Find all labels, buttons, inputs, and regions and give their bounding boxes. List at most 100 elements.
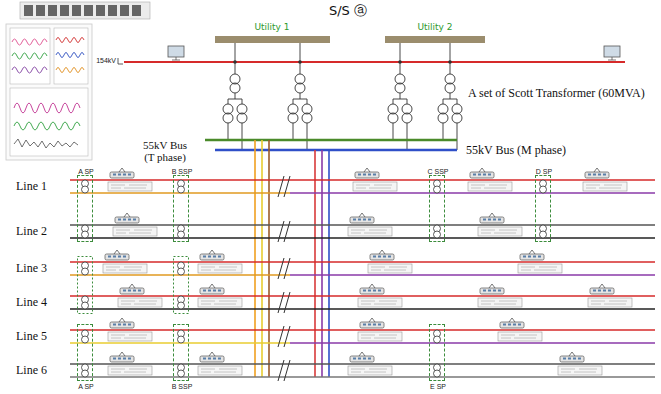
trolley-wire <box>70 363 655 364</box>
autotransformer-symbol <box>82 225 89 238</box>
coil <box>295 83 305 93</box>
line-name: Line 4 <box>16 295 47 310</box>
equipment-rack <box>20 2 150 19</box>
junction-dot <box>398 60 402 64</box>
primary-lead <box>235 43 450 74</box>
coil <box>438 104 448 114</box>
post-name: A SP <box>78 168 94 175</box>
feeder-wire <box>290 192 655 193</box>
t-phase-lead <box>228 123 443 140</box>
hv-bus <box>124 61 625 63</box>
bus-junctions <box>233 60 452 64</box>
autotransformer-symbol <box>82 262 89 275</box>
coil <box>402 113 412 123</box>
scott-transformer-set <box>223 43 462 150</box>
coil <box>223 113 233 123</box>
train-icon <box>368 250 412 273</box>
train-icon <box>103 250 147 273</box>
screen-collage <box>6 24 92 160</box>
monitor-stand <box>608 57 616 60</box>
feeder <box>254 140 256 377</box>
waveform <box>12 67 47 73</box>
coil <box>223 104 233 114</box>
waveform-screen <box>10 88 88 156</box>
waveform <box>56 68 84 73</box>
autotransformer-symbol <box>434 225 441 238</box>
waveform <box>14 139 78 148</box>
train-icon <box>583 168 627 191</box>
m-phase-lead <box>242 123 457 150</box>
section-post-box: A SP <box>77 324 93 381</box>
coil <box>302 104 312 114</box>
waveform-screen <box>10 28 50 84</box>
trolley-wire <box>70 261 655 262</box>
train-icon <box>353 168 397 191</box>
line-name: Line 6 <box>16 363 47 378</box>
coil <box>230 83 240 93</box>
train-icon <box>348 213 392 236</box>
section-post-box: B SSP <box>173 175 189 242</box>
autotransformer-symbol <box>82 330 89 343</box>
train-icon <box>198 250 242 273</box>
utility-name: Utility 2 <box>417 22 452 32</box>
transformer-note: A set of Scott Transformer (60MVA) <box>468 86 645 101</box>
waveform <box>56 53 84 58</box>
voltage-label: 154kV <box>96 57 116 64</box>
monitor-stand <box>172 57 180 60</box>
train-icon <box>108 352 152 375</box>
coil <box>452 113 462 123</box>
trolley-wire <box>70 224 655 225</box>
junction-dot <box>448 60 452 64</box>
coil <box>288 113 298 123</box>
autotransformer-symbol <box>82 180 89 193</box>
autotransformer-symbol <box>178 262 185 275</box>
coil <box>237 113 247 123</box>
waveform <box>12 53 47 59</box>
coil <box>302 113 312 123</box>
train-icon <box>108 168 152 191</box>
monitor-icon <box>168 46 184 57</box>
coil <box>237 104 247 114</box>
m-phase-bus <box>215 149 457 152</box>
line-name: Line 3 <box>16 261 47 276</box>
coil <box>395 74 405 84</box>
coil <box>452 104 462 114</box>
post-name: B SSP <box>172 383 193 390</box>
trolley-wire <box>70 295 655 296</box>
train-icon <box>478 284 522 307</box>
section-post-box: C SSP <box>429 175 445 242</box>
post-name: B SSP <box>172 168 193 175</box>
post-name: E SP <box>430 383 446 390</box>
coil <box>388 104 398 114</box>
autotransformer-symbol <box>178 180 185 193</box>
train-icon <box>558 352 602 375</box>
line-name: Line 5 <box>16 329 47 344</box>
waveform <box>12 39 47 45</box>
utility-bar <box>385 36 485 43</box>
section-post-box: D SP <box>535 175 551 242</box>
feeder <box>268 140 270 377</box>
train-icon <box>358 318 402 341</box>
waveform <box>14 122 80 130</box>
autotransformer-symbol <box>178 225 185 238</box>
coil <box>402 104 412 114</box>
section-break-marks <box>278 176 290 381</box>
junction-dot <box>233 60 237 64</box>
train-icon <box>113 213 157 236</box>
feeder-wire <box>290 342 655 343</box>
autotransformer-symbol <box>434 364 441 377</box>
autotransformer-symbol <box>540 225 547 238</box>
feeder-wire <box>70 376 655 377</box>
train-icon <box>498 318 542 341</box>
waveform-screen <box>54 28 88 84</box>
feeder-wire <box>290 274 655 275</box>
train-icon <box>348 352 392 375</box>
waveform <box>14 103 80 113</box>
t-phase-bus <box>205 139 457 142</box>
utility-bar <box>215 36 330 43</box>
feeder-wire <box>70 308 655 309</box>
secondary-split <box>228 93 457 104</box>
trolley-wire <box>70 179 655 180</box>
